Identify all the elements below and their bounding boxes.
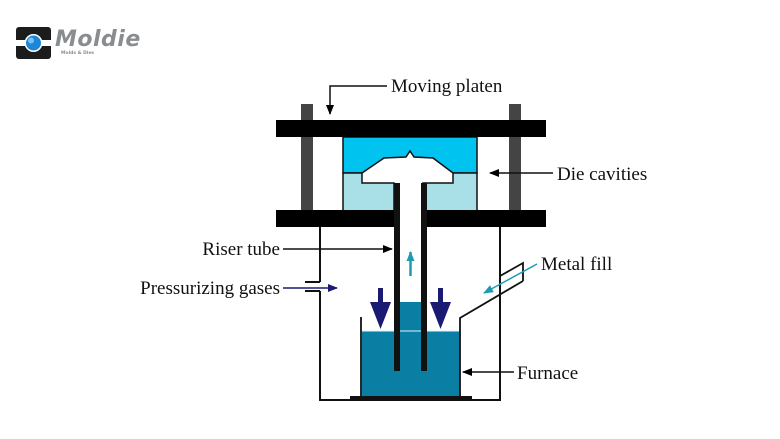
label-moving-platen: Moving platen [391,76,503,97]
logo-name: Moldie [55,27,141,52]
label-riser-tube: Riser tube [202,239,280,260]
fixed-platen-left [276,210,394,227]
upper-die [342,136,478,174]
logo-tagline: Molds & Dies [61,51,95,56]
metal-fill-arrow [483,263,538,294]
logo-mark-icon [16,27,51,59]
label-furnace: Furnace [517,363,578,384]
lower-die [342,172,395,212]
gas-pressure-arrow-right [430,288,451,329]
label-metal-fill: Metal fill [541,254,612,275]
label-pressurizing-gases: Pressurizing gases [140,278,280,299]
lower-die [422,172,478,212]
molten-metal-in-riser [400,302,421,332]
metal-fill-spout [499,261,524,281]
label-die-cavities: Die cavities [557,164,647,185]
moldie-logo: Moldie Molds & Dies [16,27,141,59]
fixed-platen-right [423,210,546,227]
moving-platen [276,120,546,137]
molten-metal [362,331,460,397]
gas-pressure-arrow-left [370,288,391,329]
riser-tube-right-wall [421,183,427,371]
moving-platen-leader [326,85,387,115]
riser-tube-left-wall [394,183,400,371]
furnace-base [350,396,472,400]
